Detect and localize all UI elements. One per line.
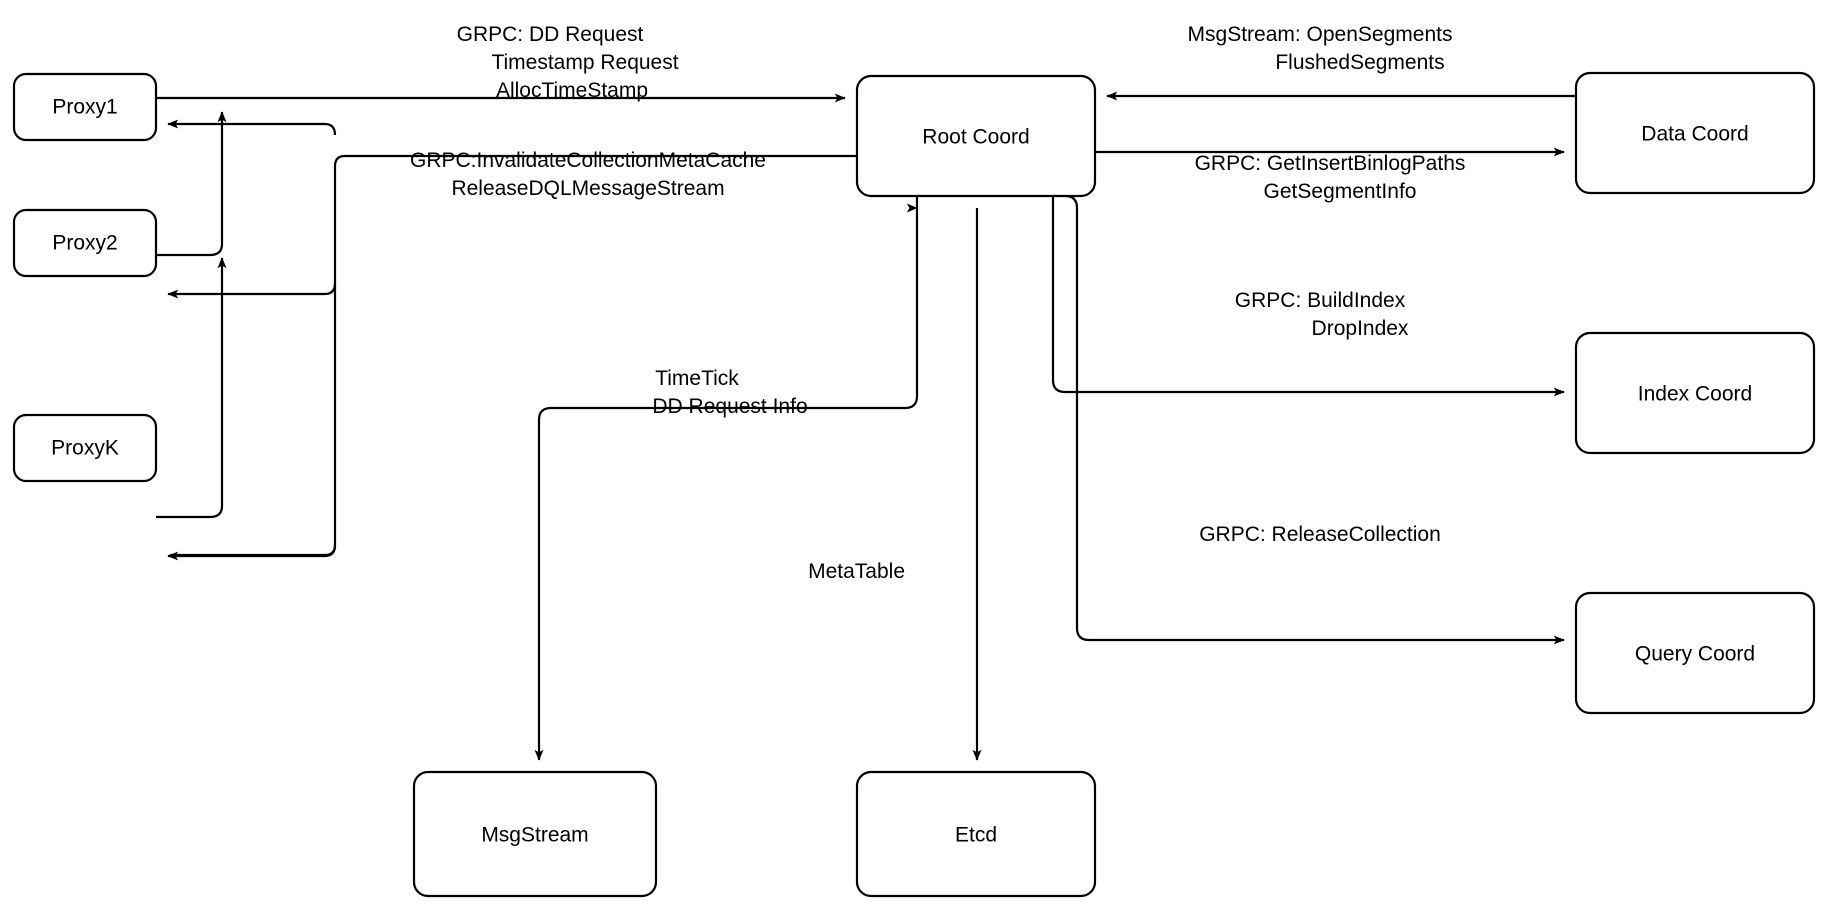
edge-bus-to-proxy2 — [167, 282, 337, 299]
edge-label-line: MsgStream: OpenSegments — [1188, 23, 1453, 46]
node-indexcoord-label: Index Coord — [1638, 383, 1752, 406]
edge-rootcoord-to-proxy-bus — [170, 154, 857, 557]
node-msgstream-label: MsgStream — [481, 824, 588, 847]
edge-label-rootcoord-to-datacoord: GRPC: GetInsertBinlogPaths GetSegmentInf… — [1195, 152, 1466, 203]
edge-label-line: DropIndex — [1312, 317, 1409, 340]
edge-label-datacoord-to-rootcoord: MsgStream: OpenSegments FlushedSegments — [1188, 23, 1453, 74]
node-proxy2-box[interactable] — [12, 208, 158, 278]
edge-rootcoord-to-indexcoord — [1051, 196, 1565, 397]
node-querycoord-label: Query Coord — [1635, 643, 1755, 666]
nodes-layer: Proxy1 Proxy2 ProxyK Root Coord Data Coo… — [12, 71, 1816, 898]
edge-label-line: GetSegmentInfo — [1264, 180, 1417, 203]
edge-label-proxy-to-rootcoord: GRPC: DD Request Timestamp Request Alloc… — [457, 23, 679, 102]
edge-label-line: TimeTick — [655, 367, 739, 390]
edge-label-rootcoord-to-indexcoord: GRPC: BuildIndex DropIndex — [1235, 289, 1409, 340]
edge-label-line: GRPC:InvalidateCollectionMetaCache — [410, 149, 766, 172]
edge-label-line: ReleaseDQLMessageStream — [451, 177, 724, 200]
node-etcd[interactable]: Etcd — [855, 770, 1097, 898]
node-querycoord[interactable]: Query Coord — [1574, 591, 1816, 715]
edge-proxyk-up — [156, 257, 227, 519]
edge-label-rootcoord-to-proxies: GRPC:InvalidateCollectionMetaCache Relea… — [410, 149, 766, 200]
node-rootcoord-box[interactable] — [855, 74, 1097, 198]
node-msgstream-box[interactable] — [412, 770, 658, 898]
edge-bus-to-proxyk — [167, 544, 337, 561]
edge-label-rootcoord-to-etcd: MetaTable — [808, 560, 905, 583]
node-querycoord-box[interactable] — [1574, 591, 1816, 715]
node-proxyk-label: ProxyK — [51, 437, 119, 460]
node-rootcoord[interactable]: Root Coord — [855, 74, 1097, 198]
edge-label-line: GRPC: ReleaseCollection — [1199, 523, 1441, 546]
edge-label-line: GRPC: DD Request — [457, 23, 644, 46]
edge-label-line: GRPC: BuildIndex — [1235, 289, 1406, 312]
edge-proxy2-up — [156, 111, 227, 257]
node-proxy2-label: Proxy2 — [52, 232, 117, 255]
node-etcd-box[interactable] — [855, 770, 1097, 898]
node-proxy1[interactable]: Proxy1 — [12, 72, 158, 142]
edge-label-line: Timestamp Request — [491, 51, 678, 74]
edge-label-rootcoord-to-msgstream: TimeTick DD Request Info — [652, 367, 807, 418]
node-datacoord[interactable]: Data Coord — [1574, 71, 1816, 195]
edges-layer — [156, 91, 1576, 761]
node-datacoord-label: Data Coord — [1641, 123, 1748, 146]
edge-rootcoord-to-msgstream — [534, 196, 919, 761]
edge-bus-to-proxy1 — [167, 119, 337, 136]
node-proxy2[interactable]: Proxy2 — [12, 208, 158, 278]
node-msgstream[interactable]: MsgStream — [412, 770, 658, 898]
edge-label-rootcoord-to-querycoord: GRPC: ReleaseCollection — [1199, 523, 1441, 546]
edge-label-line: FlushedSegments — [1275, 51, 1444, 74]
edge-labels-layer: GRPC: DD Request Timestamp Request Alloc… — [410, 23, 1465, 583]
node-proxyk[interactable]: ProxyK — [12, 413, 158, 483]
edge-rootcoord-to-querycoord — [1064, 194, 1565, 645]
node-proxyk-box[interactable] — [12, 413, 158, 483]
edge-label-line: AllocTimeStamp — [496, 79, 648, 102]
edge-label-line: GRPC: GetInsertBinlogPaths — [1195, 152, 1466, 175]
node-datacoord-box[interactable] — [1574, 71, 1816, 195]
node-indexcoord[interactable]: Index Coord — [1574, 331, 1816, 455]
edge-label-line: DD Request Info — [652, 395, 807, 418]
node-rootcoord-label: Root Coord — [922, 126, 1029, 149]
node-indexcoord-box[interactable] — [1574, 331, 1816, 455]
node-etcd-label: Etcd — [955, 824, 997, 847]
node-proxy1-box[interactable] — [12, 72, 158, 142]
edge-label-line: MetaTable — [808, 560, 905, 583]
node-proxy1-label: Proxy1 — [52, 96, 117, 119]
